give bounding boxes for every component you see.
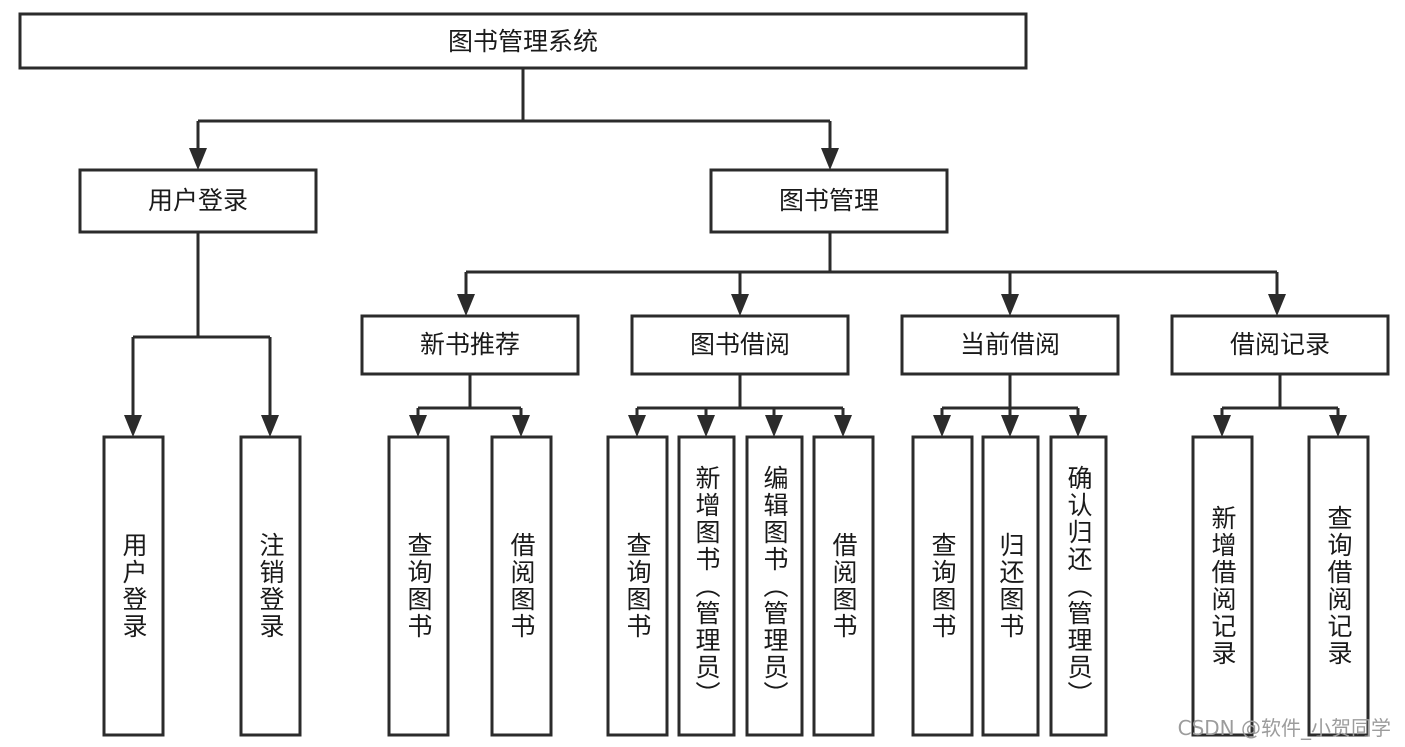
arrow-head-newbook-leaf2 [512,415,530,437]
arrow-head-current [1001,294,1019,316]
arrow-head-record-leaf2 [1329,415,1347,437]
node-box-root[interactable] [18,12,1028,70]
node-box-leaf-confirm-return-admin[interactable] [1049,435,1108,737]
connector-group [124,68,1347,437]
node-box-borrow-record[interactable] [1170,314,1390,376]
node-label-new-book-recommend: 新书推荐 [420,330,520,359]
node-box-book-borrow[interactable] [630,314,850,376]
arrow-head-user-login [189,148,207,170]
node-box-leaf-add-book-admin[interactable] [677,435,736,737]
arrow-head-userlogin-leaf2 [261,415,279,437]
arrow-head-userlogin-leaf1 [124,415,142,437]
node-label-user-login: 用户登录 [148,186,248,215]
watermark-text: CSDN @软件_小贺同学 [1177,716,1391,740]
node-label-book-management: 图书管理 [779,186,879,215]
node-box-new-book-recommend[interactable] [360,314,580,376]
node-box-leaf-add-borrow-record[interactable] [1191,435,1254,737]
node-box-leaf-edit-book-admin[interactable] [745,435,804,737]
arrow-head-borrow-leaf2 [697,415,715,437]
arrow-head-book-mgmt [821,148,839,170]
node-box-leaf-query-book-recommend[interactable] [387,435,450,737]
node-label-current-borrow: 当前借阅 [960,330,1060,359]
arrow-head-current-leaf3 [1069,415,1087,437]
node-box-leaf-borrow-book-recommend[interactable] [490,435,553,737]
node-box-user-login[interactable] [78,168,318,234]
arrow-head-record-leaf1 [1213,415,1231,437]
node-label-root: 图书管理系统 [448,27,598,56]
arrow-head-borrow-leaf1 [628,415,646,437]
node-box-leaf-query-book-borrow[interactable] [606,435,669,737]
node-group: 图书管理系统 用户登录 图书管理 新书推荐 图书借阅 当前借阅 借阅记录 [18,12,1390,737]
arrow-head-current-leaf2 [1001,415,1019,437]
node-box-leaf-logout[interactable] [239,435,302,737]
arrow-head-borrow [731,294,749,316]
node-label-book-borrow: 图书借阅 [690,330,790,359]
node-box-leaf-return-book[interactable] [981,435,1040,737]
node-box-leaf-query-borrow-record[interactable] [1307,435,1370,737]
node-box-leaf-borrow-book[interactable] [812,435,875,737]
node-box-current-borrow[interactable] [900,314,1120,376]
arrow-head-borrow-leaf3 [765,415,783,437]
node-box-book-management[interactable] [709,168,949,234]
arrow-head-current-leaf1 [933,415,951,437]
arrow-head-record [1268,294,1286,316]
node-box-leaf-user-login[interactable] [102,435,165,737]
arrow-head-new-book [457,294,475,316]
node-label-borrow-record: 借阅记录 [1230,330,1330,359]
node-box-leaf-query-book-current[interactable] [911,435,974,737]
arrow-head-newbook-leaf1 [409,415,427,437]
arrow-head-borrow-leaf4 [834,415,852,437]
